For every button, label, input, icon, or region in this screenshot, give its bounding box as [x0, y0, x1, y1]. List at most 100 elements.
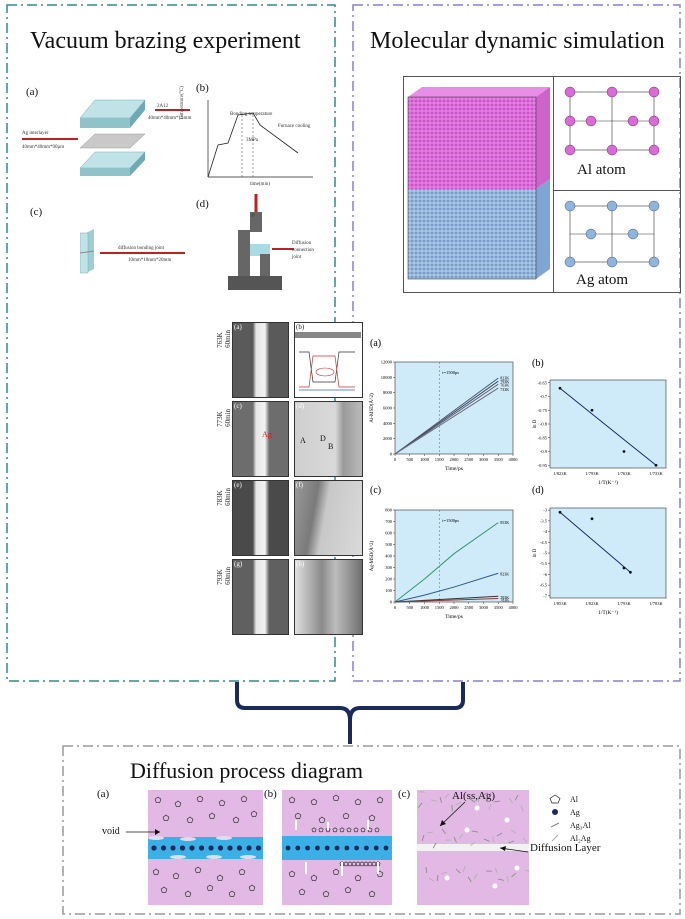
micro-condition-label: 793K 60min — [216, 567, 232, 585]
bottom-panel-border — [62, 745, 681, 915]
ag-atom — [585, 228, 597, 240]
precipitate — [467, 876, 472, 883]
ag-atom-symbol — [364, 845, 369, 851]
ag-atom-symbol — [208, 845, 214, 851]
precipitate — [482, 792, 489, 796]
ag-atom-symbol — [344, 845, 350, 851]
micro-point-label: Ag — [262, 430, 272, 439]
precipitate — [441, 871, 448, 875]
fixture-note-3: joint — [292, 255, 302, 260]
base-material-label: 2A12 — [157, 104, 169, 109]
al-atom-symbol — [172, 872, 180, 879]
ag-atom-symbol — [170, 845, 176, 851]
ag-atom-symbol — [227, 845, 233, 851]
alss-label: Al(ss,Ag) — [452, 790, 496, 802]
precipitate — [520, 805, 524, 812]
precipitate — [469, 798, 476, 803]
al-atom-symbol — [240, 795, 248, 802]
al-atom-symbol — [208, 812, 216, 819]
al-atom-symbol — [354, 874, 362, 881]
bottom-annotations — [126, 801, 529, 853]
precipitate — [494, 800, 501, 803]
ag-atom — [564, 200, 576, 212]
precipitate — [470, 841, 476, 847]
al-atom-symbol — [196, 795, 204, 802]
micro-label: (e) — [234, 481, 242, 489]
diffusion-layer — [417, 844, 529, 851]
alss-particle — [444, 875, 450, 881]
ag-atom-symbol — [285, 845, 291, 851]
connector-brace — [235, 682, 465, 744]
precipitate — [477, 795, 480, 803]
precipitate — [462, 865, 466, 872]
interlayer-label: Ag interlayer — [22, 131, 49, 136]
al-atom — [564, 144, 576, 156]
md-slab-model — [407, 87, 550, 280]
interlayer-size-label: 40mm*40mm*90μm — [22, 145, 65, 150]
joint-specimen-diagram — [80, 229, 185, 274]
legend-item: Ag₃Al — [548, 820, 591, 830]
precipitate — [494, 867, 498, 874]
al-atom-symbol — [310, 798, 318, 805]
label-d: (d) — [196, 198, 209, 210]
al-atom-symbol — [360, 827, 366, 833]
precipitate — [473, 873, 478, 880]
ag-atom — [564, 256, 576, 268]
al-atom-symbol — [218, 799, 226, 806]
ag-atom-symbol — [373, 845, 379, 851]
al-atom — [585, 115, 597, 127]
ag-atom-symbol — [217, 845, 224, 851]
eds-linescan — [295, 332, 361, 391]
al-atom-symbol — [353, 827, 359, 833]
precipitate — [514, 794, 519, 801]
legend-label: Al — [570, 794, 578, 804]
precipitate — [510, 829, 517, 834]
al-atom-symbol — [154, 796, 162, 803]
al-atom-symbol — [206, 884, 214, 891]
precipitate — [488, 803, 492, 810]
al-atom-symbol — [248, 884, 256, 891]
ag-atom-symbol — [295, 845, 301, 851]
label-b: (b) — [196, 82, 209, 94]
legend-symbol — [549, 794, 561, 804]
temp-ylabel: Temperature(°C) — [180, 86, 185, 120]
al-atom-symbol — [376, 796, 384, 803]
ag-atom-symbol — [198, 845, 205, 851]
alss-particle — [514, 865, 520, 871]
temp-annotation-3: 3MPa — [246, 138, 258, 143]
precipitate — [430, 799, 437, 802]
al-atom-symbol — [174, 800, 182, 807]
diffusion-label-c: (c) — [398, 788, 411, 800]
void-symbol — [240, 855, 256, 859]
precipitate — [441, 828, 446, 835]
ag-atom — [606, 200, 618, 212]
precipitate — [436, 874, 439, 882]
al-atom — [648, 144, 660, 156]
precipitate — [524, 869, 529, 873]
al-atom-symbol — [288, 870, 296, 877]
temp-annotation-1: Bonding temperature — [230, 112, 273, 117]
ag-unit-cell — [564, 200, 660, 268]
bottom-panel-title: Diffusion process diagram — [130, 758, 363, 783]
void-symbol — [148, 836, 164, 840]
al-atom-symbol — [344, 886, 352, 893]
ag-atom-symbol — [189, 845, 195, 851]
precipitate — [455, 801, 462, 806]
legend-label: Ag₃Al — [570, 820, 591, 830]
diffusion-diagram-a — [148, 790, 263, 905]
precipitate — [417, 802, 423, 808]
micro-label: (d) — [296, 402, 305, 410]
ag-atom-label: Ag atom — [576, 272, 629, 288]
micrograph-right — [294, 401, 363, 477]
al-atom-symbol — [325, 827, 331, 833]
al-atom-symbol — [342, 812, 350, 819]
ag-atom-symbol — [324, 845, 330, 851]
micro-label: (a) — [234, 323, 242, 331]
al-atom-symbol — [184, 890, 192, 897]
fixture-note-1: Diffusion — [292, 241, 312, 246]
al-atom — [564, 86, 576, 98]
precipitate — [471, 830, 478, 833]
alss-particle — [492, 883, 498, 889]
micrograph-left — [232, 559, 289, 635]
diffusion-diagram-b — [282, 790, 392, 905]
